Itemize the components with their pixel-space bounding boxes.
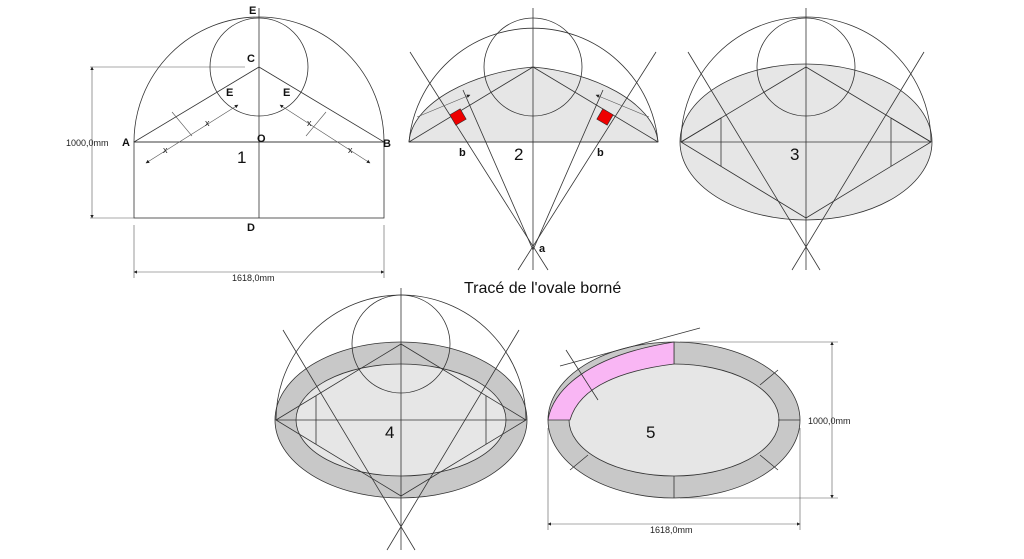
width-dimension-5: 1618,0mm	[650, 525, 693, 535]
height-dimension-5: 1000,0mm	[808, 416, 851, 426]
figure-4: 4	[274, 288, 528, 551]
label-C: C	[247, 53, 255, 65]
label-b-right: b	[597, 147, 604, 159]
height-dimension-1: 1000,0mm	[66, 138, 109, 148]
figure-number-3: 3	[790, 145, 799, 164]
mark-x-4: x	[348, 145, 353, 155]
figure-number-4: 4	[385, 423, 394, 442]
mark-x-2: x	[205, 118, 210, 128]
figure-2: b b a 2	[408, 8, 659, 271]
label-O: O	[257, 133, 266, 145]
mark-x-1: x	[163, 145, 168, 155]
highlighted-segment	[547, 341, 675, 421]
figure-number-2: 2	[514, 145, 523, 164]
figure-1: E C E E A O B D x x x x 1 1000,0mm 1618,…	[66, 5, 391, 283]
right-angle-marker-left	[449, 108, 467, 126]
label-b-left: b	[459, 147, 466, 159]
right-angle-marker-right	[596, 108, 614, 126]
label-B: B	[383, 138, 391, 150]
label-A: A	[122, 137, 130, 149]
figure-3: 3	[679, 8, 933, 271]
mark-x-3: x	[307, 118, 312, 128]
label-a: a	[539, 243, 546, 255]
figure-number-1: 1	[237, 148, 246, 167]
label-E-right: E	[283, 87, 290, 99]
figure-number-5: 5	[646, 423, 655, 442]
width-dimension-1: 1618,0mm	[232, 273, 275, 283]
label-E-left: E	[226, 87, 233, 99]
figure-5: 5 1000,0mm 1618,0mm	[547, 327, 851, 535]
diagram-title: Tracé de l'ovale borné	[464, 280, 621, 297]
label-D: D	[247, 222, 255, 234]
label-E-top: E	[249, 5, 256, 17]
